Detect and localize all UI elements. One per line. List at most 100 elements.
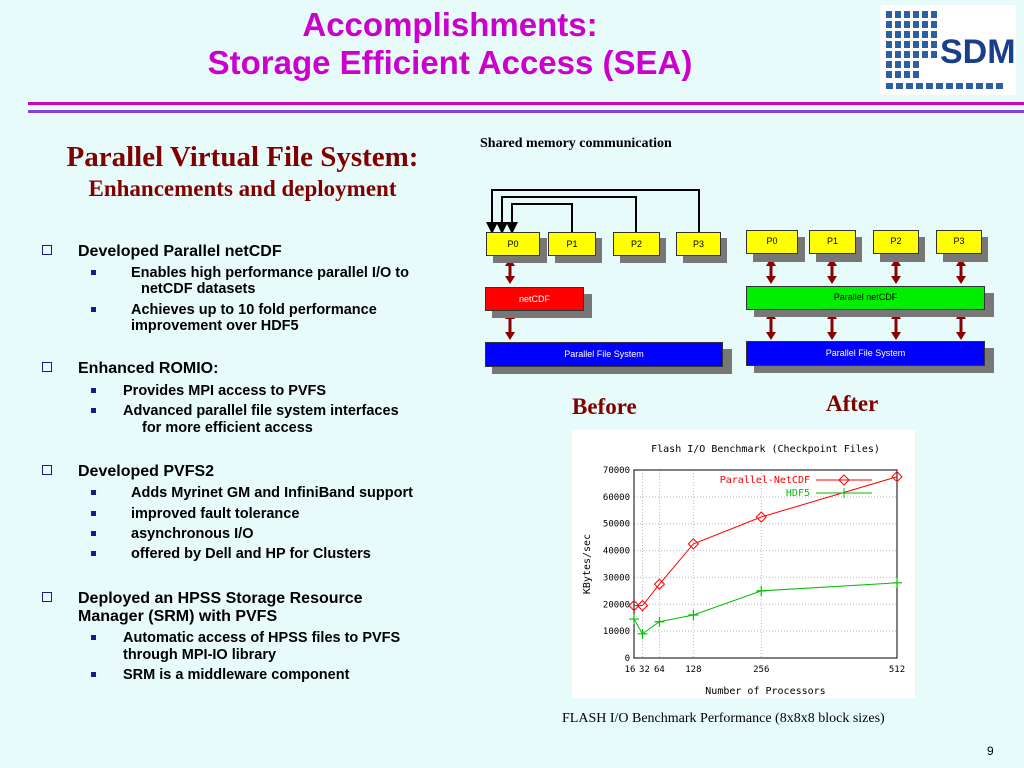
x-tick-label: 32 [639, 665, 650, 675]
arrow-head [766, 332, 776, 340]
square-bullet-icon [91, 490, 96, 495]
logo-dot [913, 61, 919, 68]
logo-dot [913, 21, 919, 28]
arrow-head [505, 276, 515, 284]
logo-dot [931, 31, 937, 38]
logo-dot [886, 21, 892, 28]
logo-dot [904, 71, 910, 78]
logo-dot [886, 51, 892, 58]
logo-dot [931, 51, 937, 58]
logo-dot [895, 41, 901, 48]
y-tick-label: 50000 [603, 520, 630, 530]
chart-title: Flash I/O Benchmark (Checkpoint Files) [651, 444, 880, 455]
logo-dot [895, 51, 901, 58]
architecture-diagram [486, 189, 966, 340]
logo-dot [913, 51, 919, 58]
page-number: 9 [987, 744, 994, 758]
data-point [629, 614, 639, 625]
logo-dot [904, 51, 910, 58]
arrow-head [827, 276, 837, 284]
sdm-logo: SDM [880, 5, 1016, 95]
logo-dot [922, 21, 928, 28]
square-bullet-icon [91, 270, 96, 275]
logo-dot [895, 61, 901, 68]
before-netcdf-box: netCDF [485, 287, 584, 311]
after-p1-box: P1 [809, 230, 856, 254]
logo-dot [936, 83, 943, 89]
x-tick-label: 128 [685, 665, 701, 675]
title-rule-purple [28, 110, 1024, 113]
legend-marker [839, 488, 849, 498]
logo-dot [931, 21, 937, 28]
legend-label: HDF5 [786, 488, 810, 499]
y-axis-label: KBytes/sec [582, 534, 593, 594]
legend-marker [838, 474, 850, 486]
arrow-head [827, 332, 837, 340]
data-point [892, 577, 902, 588]
logo-dot [895, 31, 901, 38]
after-label: After [826, 391, 879, 416]
y-tick-label: 70000 [603, 466, 630, 476]
series-line-parallel-netcdf [634, 476, 898, 607]
shared-memory-connectors [486, 189, 700, 234]
logo-dot [976, 83, 983, 89]
before-label: Before [572, 394, 637, 419]
square-bullet-icon [91, 531, 96, 536]
arrow-head [956, 258, 966, 266]
square-bullet-icon [91, 635, 96, 640]
section-heading: Parallel Virtual File System: Enhancemen… [20, 140, 465, 204]
data-point [688, 610, 699, 621]
hollow-square-bullet-icon [42, 592, 52, 602]
benchmark-chart-svg: Flash I/O Benchmark (Checkpoint Files)01… [582, 444, 905, 697]
logo-dot [886, 83, 893, 89]
logo-dot [922, 31, 928, 38]
logo-dot [904, 41, 910, 48]
series-line-hdf5 [633, 582, 898, 635]
logo-dot [986, 83, 993, 89]
chart-caption: FLASH I/O Benchmark Performance (8x8x8 b… [562, 711, 885, 726]
data-point [628, 599, 640, 612]
square-bullet-icon [91, 388, 96, 393]
x-tick-label: 512 [889, 665, 905, 675]
y-tick-label: 60000 [603, 493, 630, 503]
y-tick-label: 10000 [603, 627, 630, 637]
data-point [891, 471, 903, 483]
logo-dot [946, 83, 953, 89]
heading-line-2: Enhancements and deployment [88, 176, 397, 201]
arrow-head [891, 276, 901, 284]
x-tick-label: 64 [654, 665, 665, 675]
before-pfs-box: Parallel File System [485, 342, 723, 367]
logo-dot [886, 41, 892, 48]
arrow-head [891, 258, 901, 266]
logo-dot [904, 21, 910, 28]
after-pfs-box: Parallel File System [746, 341, 985, 366]
logo-dot [904, 11, 910, 18]
logo-dot [895, 21, 901, 28]
x-tick-label: 16 [625, 665, 636, 675]
hollow-square-bullet-icon [42, 362, 52, 372]
y-tick-label: 20000 [603, 600, 630, 610]
sdm-logo-graphic: SDM [886, 11, 1016, 89]
logo-dot [931, 11, 937, 18]
arrow-head [827, 258, 837, 266]
data-point [637, 628, 648, 639]
logo-dot [896, 83, 903, 89]
title-line-2: Storage Efficient Access (SEA) [207, 44, 693, 81]
square-bullet-icon [91, 307, 96, 312]
before-p2-box: P2 [613, 232, 660, 256]
before-p0-box: P0 [486, 232, 540, 256]
title-line-1: Accomplishments: [302, 6, 598, 43]
before-p3-box: P3 [676, 232, 721, 256]
arrow-head [891, 332, 901, 340]
square-bullet-icon [91, 511, 96, 516]
x-axis-label: Number of Processors [705, 686, 825, 697]
after-parallel-netcdf-box: Parallel netCDF [746, 286, 985, 310]
logo-dot [895, 11, 901, 18]
data-point [687, 538, 700, 550]
data-point [636, 599, 649, 612]
logo-dot [931, 41, 937, 48]
square-bullet-icon [91, 408, 96, 413]
arrow-head [766, 276, 776, 284]
logo-dot [904, 31, 910, 38]
square-bullet-icon [91, 551, 96, 556]
